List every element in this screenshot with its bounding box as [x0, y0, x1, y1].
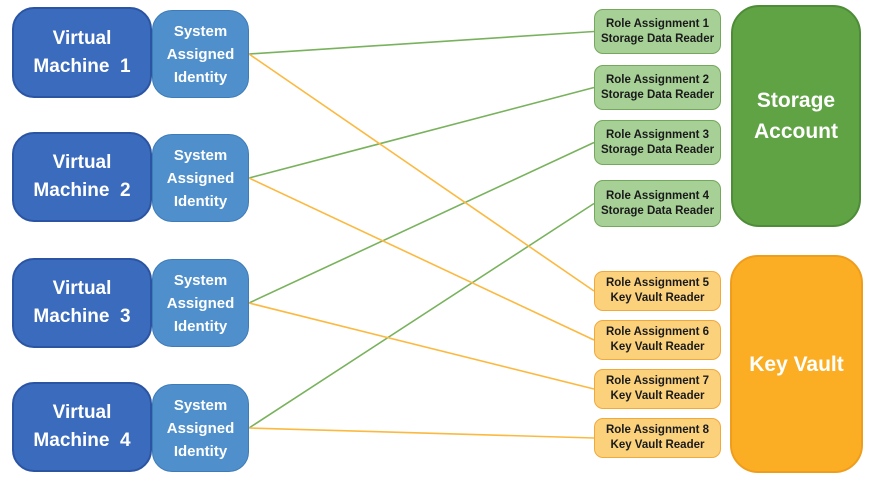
role-assignment-1: Role Assignment 1 Storage Data Reader: [594, 9, 721, 54]
vm-label: Virtual: [52, 152, 112, 173]
vm-label: Machine 3: [33, 306, 131, 327]
role-assignment-7: Role Assignment 7 Key Vault Reader: [594, 369, 721, 409]
connection-line-storage: [248, 86, 595, 179]
connection-line-keyvault: [248, 177, 595, 341]
storage-account-label: Account: [754, 120, 838, 143]
role-assignment-title: Role Assignment 1: [605, 17, 710, 30]
identity-label: System: [173, 271, 228, 289]
role-assignment-role: Key Vault Reader: [610, 292, 705, 304]
role-assignment-role: Storage Data Reader: [600, 143, 715, 156]
role-assignment-title: Role Assignment 7: [605, 375, 710, 387]
identity-label: System: [173, 396, 228, 414]
role-assignment-6: Role Assignment 6 Key Vault Reader: [594, 320, 721, 360]
storage-account-label: Storage: [756, 89, 836, 112]
connection-line-storage: [248, 202, 595, 429]
connection-line-keyvault: [248, 427, 595, 439]
role-assignment-2: Role Assignment 2 Storage Data Reader: [594, 65, 721, 110]
identity-box-3: System Assigned Identity: [152, 259, 249, 347]
vm-label: Machine 4: [33, 430, 131, 451]
role-assignment-role: Storage Data Reader: [600, 88, 715, 101]
role-assignment-role: Storage Data Reader: [600, 204, 715, 217]
role-assignment-4: Role Assignment 4 Storage Data Reader: [594, 180, 721, 227]
identity-label: System: [173, 22, 228, 40]
connection-line-storage: [248, 30, 595, 55]
connection-line-keyvault: [248, 302, 595, 390]
role-assignment-role: Storage Data Reader: [600, 32, 715, 45]
identity-label: Assigned: [166, 419, 235, 437]
role-assignment-title: Role Assignment 2: [605, 73, 710, 86]
vm-label: Virtual: [52, 278, 112, 299]
storage-account-box: Storage Account: [731, 5, 861, 227]
identity-label: Identity: [173, 442, 228, 460]
connection-line-storage: [248, 141, 595, 304]
identity-label: Identity: [173, 192, 228, 210]
identity-label: Assigned: [166, 169, 235, 187]
vm-box-3: Virtual Machine 3: [12, 258, 152, 348]
role-assignment-title: Role Assignment 8: [605, 424, 710, 436]
role-assignment-title: Role Assignment 3: [605, 128, 710, 141]
identity-label: Assigned: [166, 294, 235, 312]
identity-label: Identity: [173, 68, 228, 86]
vm-box-2: Virtual Machine 2: [12, 132, 152, 222]
identity-box-2: System Assigned Identity: [152, 134, 249, 222]
vm-box-1: Virtual Machine 1: [12, 7, 152, 98]
role-assignment-3: Role Assignment 3 Storage Data Reader: [594, 120, 721, 165]
key-vault-label: Key Vault: [749, 352, 844, 376]
role-assignment-role: Key Vault Reader: [610, 390, 705, 402]
identity-label: Identity: [173, 317, 228, 335]
role-assignment-8: Role Assignment 8 Key Vault Reader: [594, 418, 721, 458]
connection-line-keyvault: [248, 53, 595, 292]
role-assignment-title: Role Assignment 6: [605, 326, 710, 338]
role-assignment-title: Role Assignment 4: [605, 189, 710, 202]
identity-label: System: [173, 146, 228, 164]
vm-label: Virtual: [52, 27, 112, 49]
vm-label: Machine 2: [33, 180, 131, 201]
key-vault-box: Key Vault: [730, 255, 863, 473]
identity-box-4: System Assigned Identity: [152, 384, 249, 472]
role-assignment-5: Role Assignment 5 Key Vault Reader: [594, 271, 721, 311]
vm-box-4: Virtual Machine 4: [12, 382, 152, 472]
role-assignment-role: Key Vault Reader: [610, 439, 705, 451]
role-assignment-title: Role Assignment 5: [605, 277, 710, 289]
vm-label: Virtual: [52, 402, 112, 423]
role-assignment-role: Key Vault Reader: [610, 341, 705, 353]
vm-label: Machine 1: [33, 55, 131, 77]
identity-label: Assigned: [166, 45, 235, 63]
identity-box-1: System Assigned Identity: [152, 10, 249, 98]
